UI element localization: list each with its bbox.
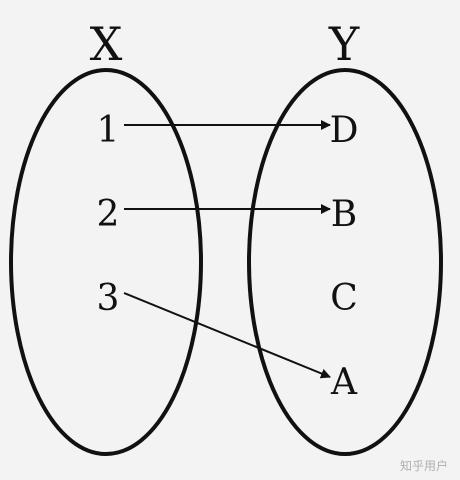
element-y-d: D (330, 110, 359, 151)
set-x-title: X (90, 17, 123, 71)
set-y-ellipse (247, 68, 443, 456)
set-x-ellipse (9, 68, 203, 456)
element-x-1: 1 (97, 110, 120, 151)
watermark-text: 知乎用户 (399, 459, 448, 473)
element-y-a: A (330, 362, 358, 403)
element-x-3: 3 (97, 278, 120, 319)
element-y-b: B (331, 194, 357, 235)
element-x-2: 2 (97, 194, 120, 235)
element-y-c: C (330, 278, 358, 319)
set-y-title: Y (328, 17, 360, 71)
arrow-3-to-a (123, 292, 331, 379)
